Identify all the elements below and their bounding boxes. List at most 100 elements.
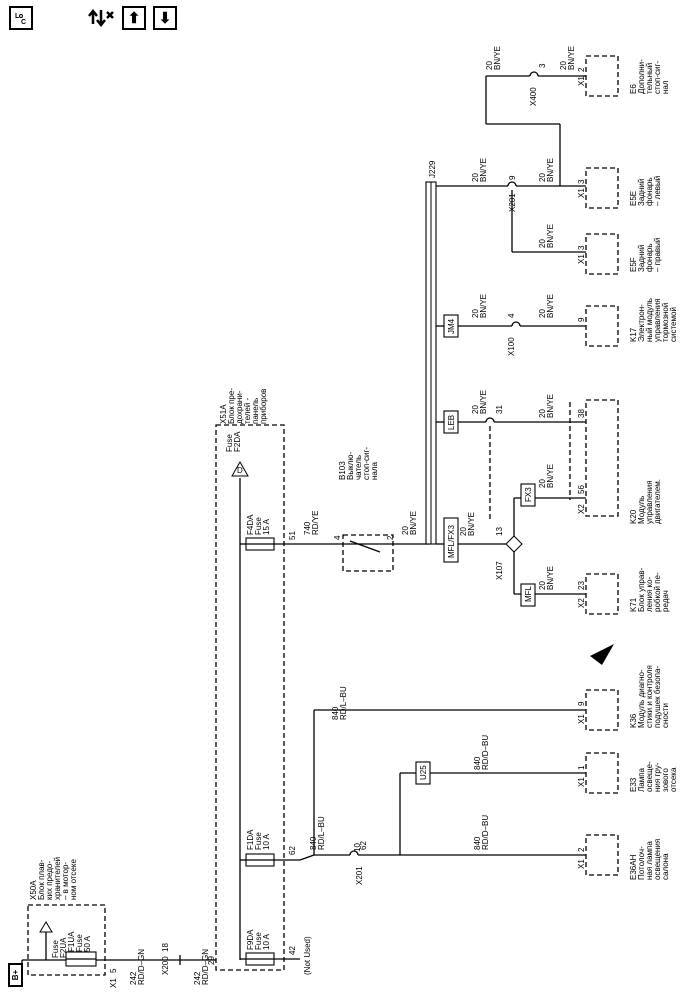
svg-text:Потолоч-: Потолоч- [637, 846, 646, 880]
splice-u25 [415, 761, 431, 785]
component-e36ah [585, 834, 619, 876]
svg-text:20: 20 [401, 526, 410, 535]
svg-text:9: 9 [577, 317, 586, 322]
svg-text:D: D [237, 466, 243, 475]
svg-text:Блок плав-: Блок плав- [37, 859, 46, 900]
svg-text:F1UA: F1UA [67, 931, 76, 952]
svg-text:фонарь: фонарь [645, 177, 654, 206]
svg-text:X1: X1 [577, 254, 586, 264]
svg-text:RD/D–BU: RD/D–BU [481, 735, 490, 770]
svg-text:E33: E33 [629, 777, 638, 792]
svg-text:X2: X2 [577, 504, 586, 514]
svg-text:B103: B103 [338, 461, 347, 480]
svg-text:X1: X1 [577, 859, 586, 869]
svg-text:стоп-сиг-: стоп-сиг- [653, 61, 662, 94]
arrow-down-icon[interactable]: ⬇ [153, 6, 177, 30]
svg-text:Fuse: Fuse [225, 434, 234, 452]
svg-text:тельный: тельный [645, 63, 654, 94]
svg-text:Fuse: Fuse [254, 832, 263, 850]
svg-text:Выклю-: Выклю- [346, 452, 355, 480]
svg-text:BN/YE: BN/YE [479, 390, 488, 414]
svg-text:2: 2 [577, 847, 586, 852]
battery-box [8, 963, 23, 987]
fuse-f2ua-triangle [39, 921, 53, 933]
svg-text:K71: K71 [629, 597, 638, 612]
svg-text:X2: X2 [577, 598, 586, 608]
svg-text:Модуль: Модуль [637, 496, 646, 524]
svg-text:2: 2 [577, 67, 586, 72]
svg-text:1: 1 [577, 765, 586, 770]
svg-text:фонарь: фонарь [645, 243, 654, 272]
svg-text:20: 20 [459, 527, 468, 536]
svg-text:чатель: чатель [354, 455, 363, 480]
connection-diagnostic-icon[interactable] [86, 6, 116, 30]
svg-text:X1: X1 [577, 777, 586, 787]
svg-text:редач: редач [661, 590, 670, 612]
svg-text:840: 840 [473, 756, 482, 770]
x51a-box [215, 424, 285, 971]
component-e6 [585, 55, 619, 97]
x50a-title: X50A [29, 880, 38, 900]
svg-text:двигателем.: двигателем. [653, 479, 662, 524]
svg-text:BN/YE: BN/YE [567, 46, 576, 70]
j229-label: J229 [428, 160, 437, 178]
component-k36 [585, 689, 619, 731]
svg-text:BN/YE: BN/YE [546, 294, 555, 318]
svg-text:10: 10 [353, 843, 362, 852]
svg-text:3: 3 [577, 179, 586, 184]
svg-text:242: 242 [129, 971, 138, 985]
svg-text:RD/D–BU: RD/D–BU [481, 815, 490, 850]
svg-text:X200: X200 [161, 956, 170, 975]
svg-text:Задний: Задний [637, 179, 646, 206]
svg-text:X1: X1 [577, 76, 586, 86]
svg-text:дохрани-: дохрани- [235, 390, 244, 424]
svg-text:– правый: – правый [653, 238, 662, 272]
svg-text:BN/YE: BN/YE [409, 511, 418, 535]
svg-text:15 A: 15 A [262, 518, 271, 535]
svg-text:ная лампа: ная лампа [645, 841, 654, 880]
svg-text:50 A: 50 A [83, 935, 92, 952]
svg-text:Fuse: Fuse [254, 517, 263, 535]
svg-text:освещения: освещения [653, 839, 662, 880]
svg-text:X107: X107 [495, 561, 504, 580]
component-k71 [585, 573, 619, 615]
svg-text:U25: U25 [419, 765, 428, 780]
svg-text:салона: салона [661, 853, 670, 880]
component-e5e [585, 167, 619, 209]
svg-text:робкой пе-: робкой пе- [653, 572, 662, 612]
svg-text:20: 20 [471, 309, 480, 318]
svg-text:31: 31 [495, 405, 504, 414]
svg-text:RD/YE: RD/YE [311, 511, 320, 535]
svg-text:K36: K36 [629, 713, 638, 728]
svg-text:20: 20 [538, 581, 547, 590]
svg-text:20: 20 [538, 173, 547, 182]
svg-text:управления: управления [653, 298, 662, 342]
svg-text:F2UA: F2UA [59, 937, 68, 958]
svg-text:5: 5 [109, 968, 118, 973]
svg-text:FX3: FX3 [524, 487, 533, 502]
svg-text:Дополни-: Дополни- [637, 59, 646, 94]
svg-text:нал: нал [661, 80, 670, 94]
svg-text:BN/YE: BN/YE [546, 464, 555, 488]
svg-text:Блок пре-: Блок пре- [227, 388, 236, 424]
svg-text:20: 20 [485, 61, 494, 70]
x50a-box [27, 904, 106, 976]
svg-text:740: 740 [303, 521, 312, 535]
svg-text:зового: зового [661, 768, 670, 792]
svg-text:840: 840 [473, 836, 482, 850]
svg-text:управления: управления [645, 480, 654, 524]
svg-text:BN/YE: BN/YE [546, 158, 555, 182]
component-k20 [585, 399, 619, 517]
svg-text:Fuse: Fuse [75, 934, 84, 952]
arrow-up-icon[interactable]: ⬆ [122, 6, 146, 30]
component-k17 [585, 305, 619, 347]
svg-text:BN/YE: BN/YE [493, 46, 502, 70]
svg-text:– в мотор-: – в мотор- [61, 862, 70, 900]
svg-text:MFL/FX3: MFL/FX3 [447, 525, 456, 558]
svg-text:стоп-сиг-: стоп-сиг- [362, 447, 371, 480]
svg-text:подушек безопа-: подушек безопа- [653, 666, 662, 728]
svg-text:56: 56 [577, 485, 586, 494]
svg-text:X1: X1 [577, 714, 586, 724]
